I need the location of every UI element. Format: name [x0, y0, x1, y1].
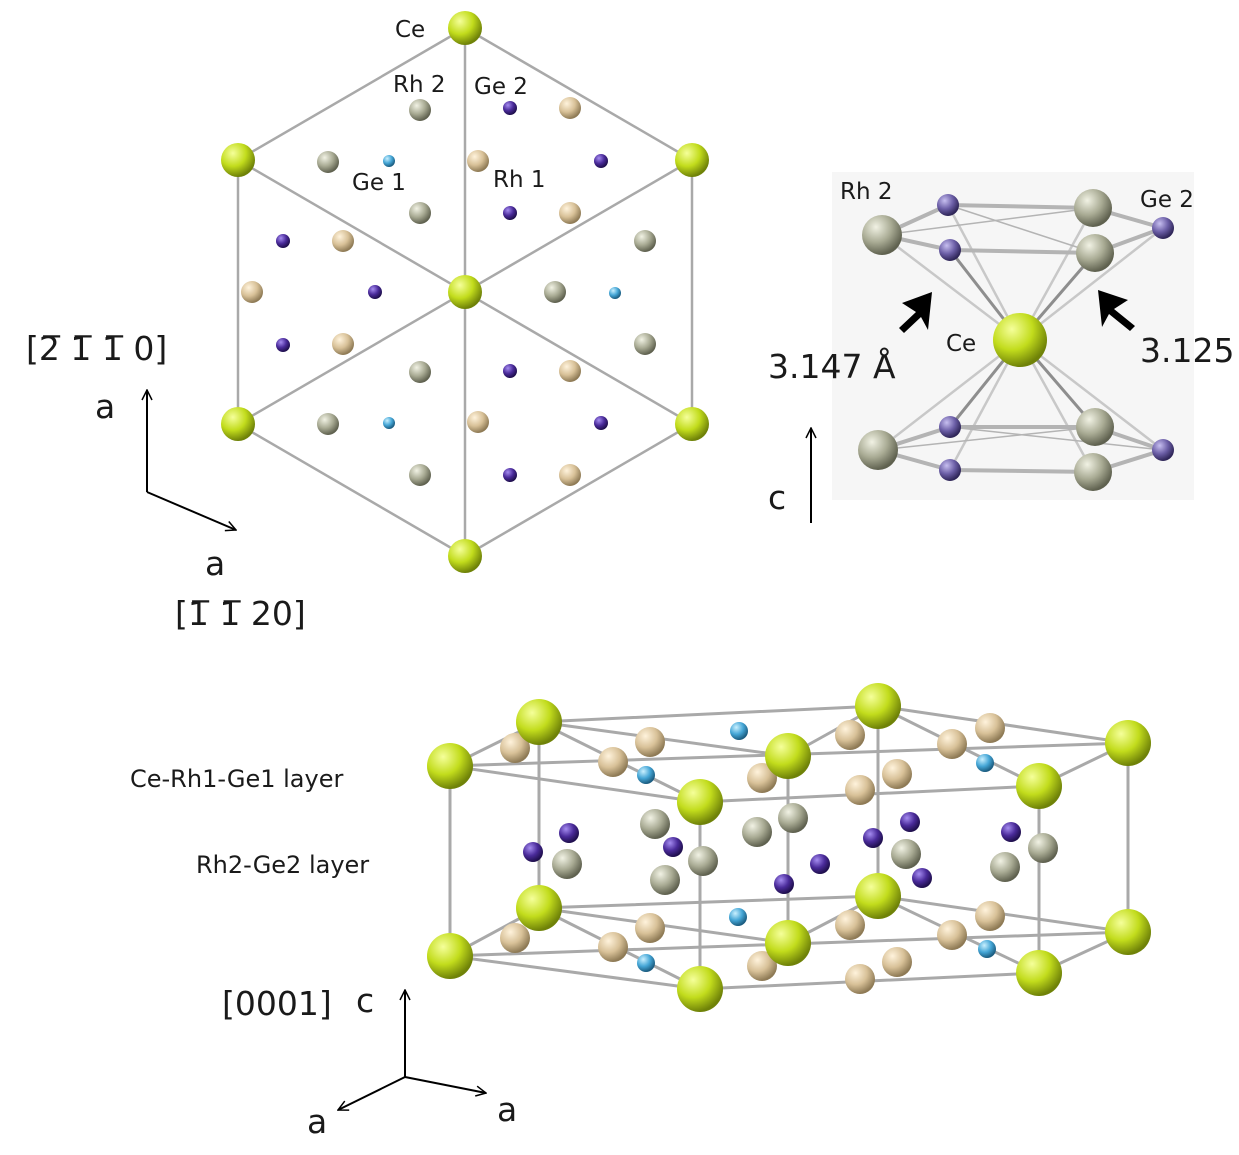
rh2-atoms-coordination — [858, 189, 1114, 491]
ce-coordination-polyhedron: Rh 2 Ge 2 Ce 3.147 Å 3.125 Å c — [768, 172, 1239, 523]
label-ge2-top: Ge 2 — [474, 74, 528, 100]
label-ce-top: Ce — [395, 17, 425, 43]
distance-label-left: 3.147 Å — [768, 346, 896, 386]
axis-label-a-up: a — [95, 387, 115, 426]
unit-cell: Ce-Rh1-Ge1 layer Rh2-Ge2 layer — [130, 683, 1151, 1012]
rh2-atoms-cell-middle — [552, 803, 1058, 895]
unit-cell-axes: [0001] c a a — [222, 981, 517, 1141]
rh1-atoms-cell-bottom — [500, 901, 1005, 994]
axis-label-a-left-cell: a — [307, 1102, 327, 1141]
direction-label-2110: [2̅ 1̅ 1̅ 0] — [26, 329, 167, 368]
axis-arrow-a-right-cell — [404, 1076, 486, 1093]
ge2-atoms-top — [276, 101, 608, 482]
label-rh1-top: Rh 1 — [493, 167, 546, 193]
top-view-axes: [2̅ 1̅ 1̅ 0] a a [1̅ 1̅ 20] — [26, 329, 306, 633]
top-view-hexagon: Ce Rh 2 Ge 2 Ge 1 Rh 1 — [221, 11, 709, 573]
label-ge1-top: Ge 1 — [352, 170, 406, 196]
layer-label-rh2-ge2: Rh2-Ge2 layer — [196, 851, 369, 879]
rh1-atoms-top — [241, 97, 581, 486]
ce-atoms-top — [221, 11, 709, 573]
direction-label-0001: [0001] — [222, 984, 332, 1023]
ge1-atoms-cell-top — [637, 722, 994, 784]
rh2-atoms-top — [317, 99, 656, 486]
label-rh2-top: Rh 2 — [393, 72, 446, 98]
axis-label-a-right-cell: a — [497, 1090, 517, 1129]
direction-label-1120: [1̅ 1̅ 20] — [175, 594, 306, 633]
label-ge2-coordination: Ge 2 — [1140, 187, 1194, 213]
ge1-atoms-cell-bottom — [637, 908, 996, 972]
label-rh2-coordination: Rh 2 — [840, 179, 893, 205]
ge2-atoms-coordination — [937, 194, 1174, 481]
distance-label-right: 3.125 Å — [1140, 330, 1239, 370]
axis-label-c-cell: c — [356, 981, 374, 1020]
ge1-atoms-top — [383, 155, 621, 429]
rh1-atoms-cell-top — [500, 713, 1005, 805]
ce-atom-central — [993, 313, 1047, 367]
axis-arrow-a-left — [338, 1076, 406, 1111]
ce-atoms-cell — [427, 683, 1151, 1012]
axis-label-c-coordination: c — [768, 478, 786, 517]
axis-arrow-a-right — [146, 491, 236, 530]
layer-label-ce-rh1-ge1: Ce-Rh1-Ge1 layer — [130, 765, 343, 793]
axis-label-a-right: a — [205, 544, 225, 583]
ge2-atoms-cell-middle — [523, 812, 1021, 894]
distance-arrow-left — [899, 292, 932, 333]
distance-arrow-right — [1098, 290, 1135, 331]
label-ce-coordination: Ce — [946, 331, 976, 357]
